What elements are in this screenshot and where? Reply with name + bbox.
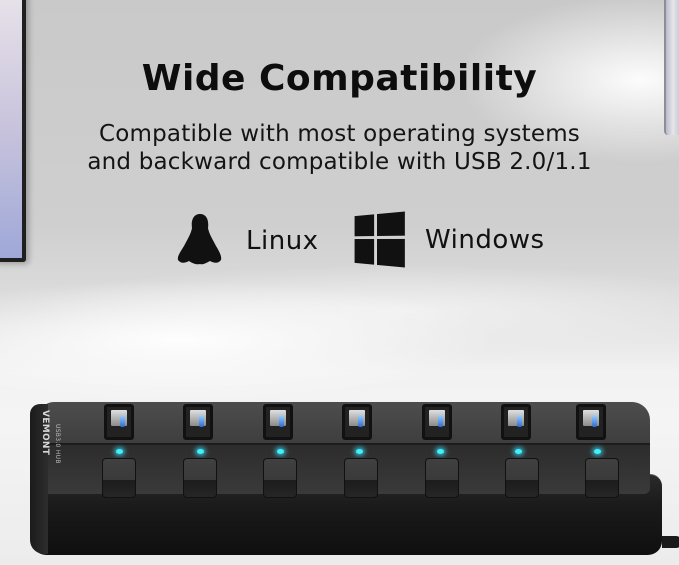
usb-port-6: [501, 404, 531, 440]
port-led-1: [116, 449, 123, 454]
usb-hub-product: VEMONT USB3.0 HUB: [28, 396, 679, 556]
port-switch-3: [263, 458, 297, 498]
port-led-5: [437, 449, 444, 454]
windows-logo-icon: [354, 211, 405, 268]
headline: Wide Compatibility: [141, 58, 538, 99]
os-label-linux: Linux: [246, 226, 319, 256]
port-switch-7: [585, 458, 619, 498]
os-badge-windows: Windows: [352, 211, 545, 268]
port-led-7: [594, 449, 601, 454]
port-led-2: [197, 449, 204, 454]
brand-label: VEMONT: [40, 410, 50, 456]
port-led-4: [356, 449, 363, 454]
hub-end-cap: [30, 404, 48, 554]
os-badge-linux: Linux: [176, 212, 319, 270]
subtitle-line-1: Compatible with most operating systems: [99, 121, 580, 147]
usb-port-1: [104, 404, 134, 440]
port-led-6: [515, 449, 522, 454]
subtitle: Compatible with most operating systems a…: [0, 120, 679, 176]
usb-port-7: [576, 404, 606, 440]
usb-port-4: [342, 404, 372, 440]
os-label-windows: Windows: [425, 224, 545, 255]
port-switch-1: [102, 458, 136, 498]
port-led-3: [277, 449, 284, 454]
linux-tux-icon: [176, 212, 224, 270]
background-monitor-right: [664, 0, 679, 135]
port-switch-5: [425, 458, 459, 498]
usb-port-3: [263, 404, 293, 440]
subtitle-line-2: and backward compatible with USB 2.0/1.1: [87, 149, 592, 175]
model-label: USB3.0 HUB: [54, 424, 61, 464]
usb-port-5: [422, 404, 452, 440]
port-switch-6: [505, 458, 539, 498]
port-switch-4: [344, 458, 378, 498]
os-compatibility-row: Linux Windows: [0, 211, 679, 270]
hub-cable: [662, 536, 679, 548]
port-switch-2: [183, 458, 217, 498]
usb-port-2: [183, 404, 213, 440]
background-monitor-left: [0, 0, 26, 262]
